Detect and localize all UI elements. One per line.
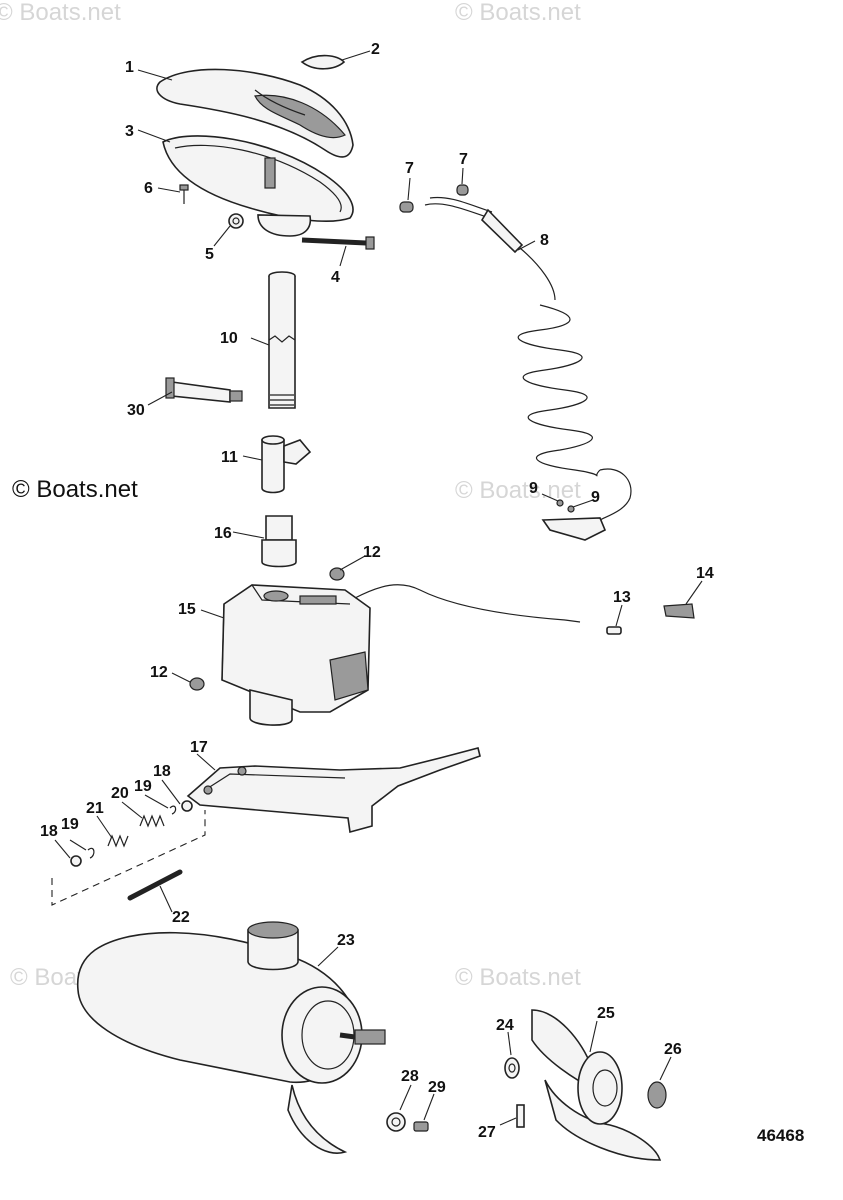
callout-12: 12 <box>363 544 381 561</box>
callout-7: 7 <box>405 160 414 177</box>
watermark: © Boats.net <box>0 0 121 26</box>
pin-27 <box>516 1104 525 1128</box>
callout-22: 22 <box>172 909 190 926</box>
watermark: © Boats.net <box>455 0 581 26</box>
nut-29 <box>413 1121 429 1132</box>
washer-18 <box>181 800 193 812</box>
base-housing <box>162 135 354 237</box>
spring-20 <box>139 814 165 828</box>
callout-7: 7 <box>459 151 468 168</box>
callout-labels: 1 2 3 4 5 6 7 7 8 9 9 10 11 12 12 13 14 … <box>40 41 714 1141</box>
propeller <box>531 1009 662 1161</box>
callout-23: 23 <box>337 932 355 949</box>
prop-nut <box>647 1081 667 1109</box>
plug-7 <box>456 184 469 196</box>
callout-3: 3 <box>125 123 134 140</box>
watermark: © Boats.net <box>455 964 581 991</box>
copyright-notice: © Boats.net <box>12 476 138 503</box>
document-number: 46468 <box>757 1126 805 1145</box>
callout-15: 15 <box>178 601 196 618</box>
callout-14: 14 <box>696 565 714 582</box>
clip-19 <box>87 847 95 859</box>
callout-28: 28 <box>401 1068 419 1085</box>
callout-12: 12 <box>150 664 168 681</box>
callout-2: 2 <box>371 41 380 58</box>
nut-5 <box>228 213 244 229</box>
callout-17: 17 <box>190 739 208 756</box>
pin-13 <box>606 626 622 635</box>
motor <box>76 921 386 1154</box>
screw-6 <box>179 184 189 204</box>
callout-6: 6 <box>144 180 153 197</box>
lens <box>300 54 346 70</box>
bracket-line <box>51 810 206 906</box>
callout-10: 10 <box>220 330 238 347</box>
callout-19: 19 <box>134 778 152 795</box>
callout-16: 16 <box>214 525 232 542</box>
callout-24: 24 <box>496 1017 514 1034</box>
leader-lines <box>54 50 703 1126</box>
control-box <box>221 584 581 726</box>
callout-13: 13 <box>613 589 631 606</box>
top-cover <box>156 68 354 158</box>
tiller <box>186 747 481 834</box>
callout-19: 19 <box>61 816 79 833</box>
screw-9 <box>567 505 575 513</box>
washer-28 <box>386 1112 406 1132</box>
callout-1: 1 <box>125 59 134 76</box>
callout-20: 20 <box>111 785 129 802</box>
callout-9: 9 <box>529 480 538 497</box>
steering-shaft <box>268 271 296 409</box>
screw-9 <box>556 499 564 507</box>
watermark: © Boats.net <box>455 477 581 504</box>
plug-7 <box>399 201 414 213</box>
pivot-pin <box>127 869 183 901</box>
grease-tube <box>165 377 243 403</box>
washer-24-hole <box>508 1063 516 1073</box>
coil-cord <box>424 196 632 541</box>
callout-29: 29 <box>428 1079 446 1096</box>
washer-18 <box>70 855 82 867</box>
washer-24 <box>504 1057 520 1079</box>
callout-27: 27 <box>478 1124 496 1141</box>
callout-25: 25 <box>597 1005 615 1022</box>
bolt-4 <box>301 236 375 250</box>
plug-12 <box>329 567 345 581</box>
collar <box>261 515 297 568</box>
connector-14 <box>663 603 695 619</box>
callout-18: 18 <box>153 763 171 780</box>
callout-21: 21 <box>86 800 104 817</box>
clip-19 <box>169 805 177 815</box>
callout-4: 4 <box>331 269 340 286</box>
callout-11: 11 <box>221 449 238 466</box>
callout-8: 8 <box>540 232 549 249</box>
bushing <box>261 435 312 494</box>
callout-9: 9 <box>591 489 600 506</box>
callout-5: 5 <box>205 246 214 263</box>
washer-28-hole <box>391 1117 401 1127</box>
callout-26: 26 <box>664 1041 682 1058</box>
plug-12 <box>189 677 205 691</box>
callout-30: 30 <box>127 402 145 419</box>
callout-18: 18 <box>40 823 58 840</box>
